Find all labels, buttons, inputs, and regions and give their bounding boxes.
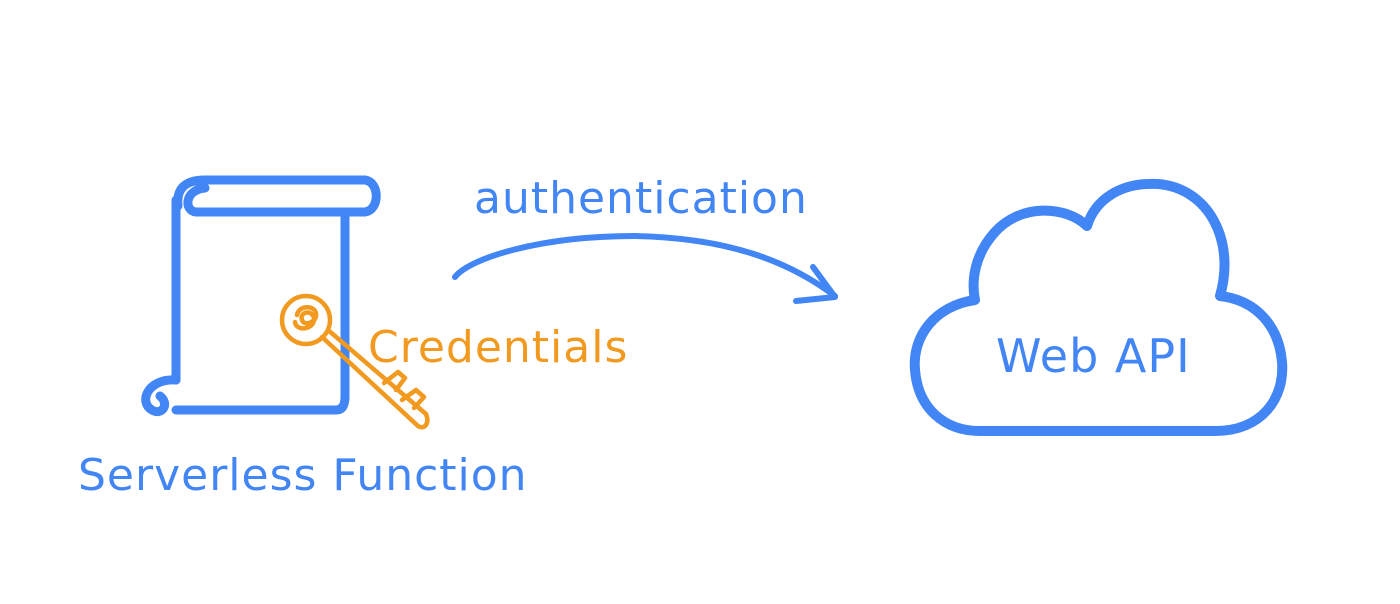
node-label-serverless-function: Serverless Function bbox=[78, 450, 528, 501]
node-label-web-api: Web API bbox=[996, 329, 1191, 383]
cloud-icon bbox=[909, 178, 1288, 436]
scroll-icon bbox=[141, 175, 381, 416]
authentication-arrow bbox=[452, 233, 838, 304]
node-label-credentials: Credentials bbox=[368, 322, 628, 373]
key-icon bbox=[279, 293, 430, 430]
edge-label-authentication: authentication bbox=[474, 173, 808, 224]
